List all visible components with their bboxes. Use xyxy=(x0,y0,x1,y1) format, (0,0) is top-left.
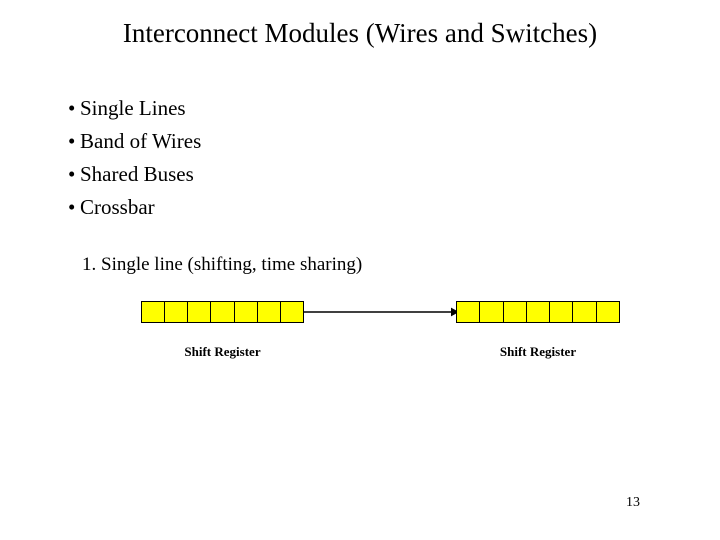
register-cell xyxy=(211,302,235,322)
bullet-item-label: Shared Buses xyxy=(80,162,194,186)
register-cell xyxy=(550,302,574,322)
bullet-item-single-lines: • Single Lines xyxy=(68,92,498,125)
register-cell xyxy=(234,302,258,322)
bullet-item-band-of-wires: • Band of Wires xyxy=(68,125,498,158)
bullet-item-shared-buses: • Shared Buses xyxy=(68,158,498,191)
register-cell xyxy=(503,302,527,322)
register-cell xyxy=(596,302,619,322)
shift-register-right-label: Shift Register xyxy=(499,344,577,359)
bullet-dot-icon: • xyxy=(68,162,76,186)
shift-register-left-label: Shift Register xyxy=(184,344,261,359)
page-number: 13 xyxy=(626,495,640,510)
bullet-item-crossbar: • Crossbar xyxy=(68,191,498,224)
register-cell xyxy=(188,302,212,322)
register-cell xyxy=(457,302,481,322)
shift-register-left xyxy=(141,301,304,323)
register-cell xyxy=(142,302,166,322)
single-line-arrow-icon xyxy=(303,307,459,317)
shift-register-right xyxy=(456,301,620,323)
register-cell xyxy=(573,302,597,322)
bullet-item-label: Band of Wires xyxy=(80,129,202,153)
bullet-dot-icon: • xyxy=(68,96,76,120)
page-title: Interconnect Modules (Wires and Switches… xyxy=(122,18,598,48)
bullet-list: • Single Lines • Band of Wires • Shared … xyxy=(68,92,498,224)
bullet-item-label: Crossbar xyxy=(80,195,155,219)
bullet-dot-icon: • xyxy=(68,195,76,219)
register-cell xyxy=(480,302,504,322)
register-cell xyxy=(257,302,281,322)
register-cell xyxy=(165,302,189,322)
bullet-dot-icon: • xyxy=(68,129,76,153)
register-cell xyxy=(526,302,551,322)
numbered-item-single-line: 1. Single line (shifting, time sharing) xyxy=(82,254,363,275)
bullet-item-label: Single Lines xyxy=(80,96,186,120)
register-cell xyxy=(280,302,303,322)
